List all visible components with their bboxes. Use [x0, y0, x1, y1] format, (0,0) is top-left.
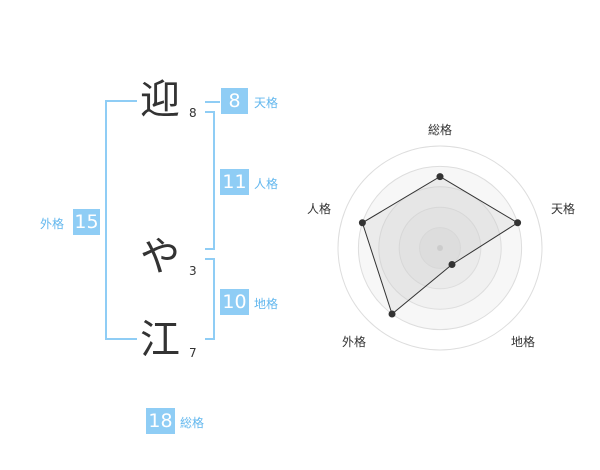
tenkaku-value-badge: 8	[221, 88, 248, 114]
radar-axis-label-gaikaku: 外格	[342, 334, 366, 349]
jinkaku-bracket-vertical	[213, 111, 215, 250]
radar-point-soukaku	[436, 173, 444, 181]
jinkaku-label: 人格	[254, 177, 279, 191]
radar-point-tenkaku	[514, 219, 522, 227]
chikaku-label: 地格	[254, 297, 279, 311]
radar-center-dot	[437, 245, 443, 251]
tenkaku-connector	[205, 101, 220, 103]
chikaku-bracket-top	[205, 258, 215, 260]
name-char-2-strokes: 3	[189, 264, 197, 278]
gaikaku-bracket-top	[105, 100, 137, 102]
name-char-1: 迎	[140, 77, 180, 123]
name-char-1-strokes: 8	[189, 106, 197, 120]
radar-axis-label-tenkaku: 天格	[551, 201, 575, 216]
gaikaku-label: 外格	[40, 217, 65, 231]
chikaku-value-badge: 10	[220, 289, 249, 315]
chikaku-bracket-vertical	[213, 258, 215, 340]
name-char-3: 江	[140, 317, 180, 363]
radar-point-gaikaku	[388, 310, 396, 318]
tenkaku-label: 天格	[254, 96, 279, 110]
radar-axis-label-chikaku: 地格	[511, 334, 535, 349]
chikaku-bracket-bottom	[205, 338, 215, 340]
radar-data-points	[358, 173, 522, 318]
radar-axis-label-jinkaku: 人格	[307, 201, 331, 216]
radar-point-jinkaku	[358, 219, 366, 227]
name-char-3-strokes: 7	[189, 346, 197, 360]
soukaku-label: 総格	[180, 416, 205, 430]
jinkaku-bracket-top	[205, 111, 215, 113]
gaikaku-value-badge: 15	[73, 209, 100, 235]
jinkaku-value-badge: 11	[220, 169, 249, 195]
radar-point-chikaku	[448, 261, 456, 269]
soukaku-value-badge: 18	[146, 408, 175, 434]
name-char-2: や	[140, 234, 180, 280]
jinkaku-bracket-bottom	[205, 248, 215, 250]
gaikaku-bracket-vertical	[105, 100, 107, 340]
gaikaku-bracket-bottom	[105, 338, 137, 340]
radar-axis-label-soukaku: 総格	[428, 122, 452, 137]
